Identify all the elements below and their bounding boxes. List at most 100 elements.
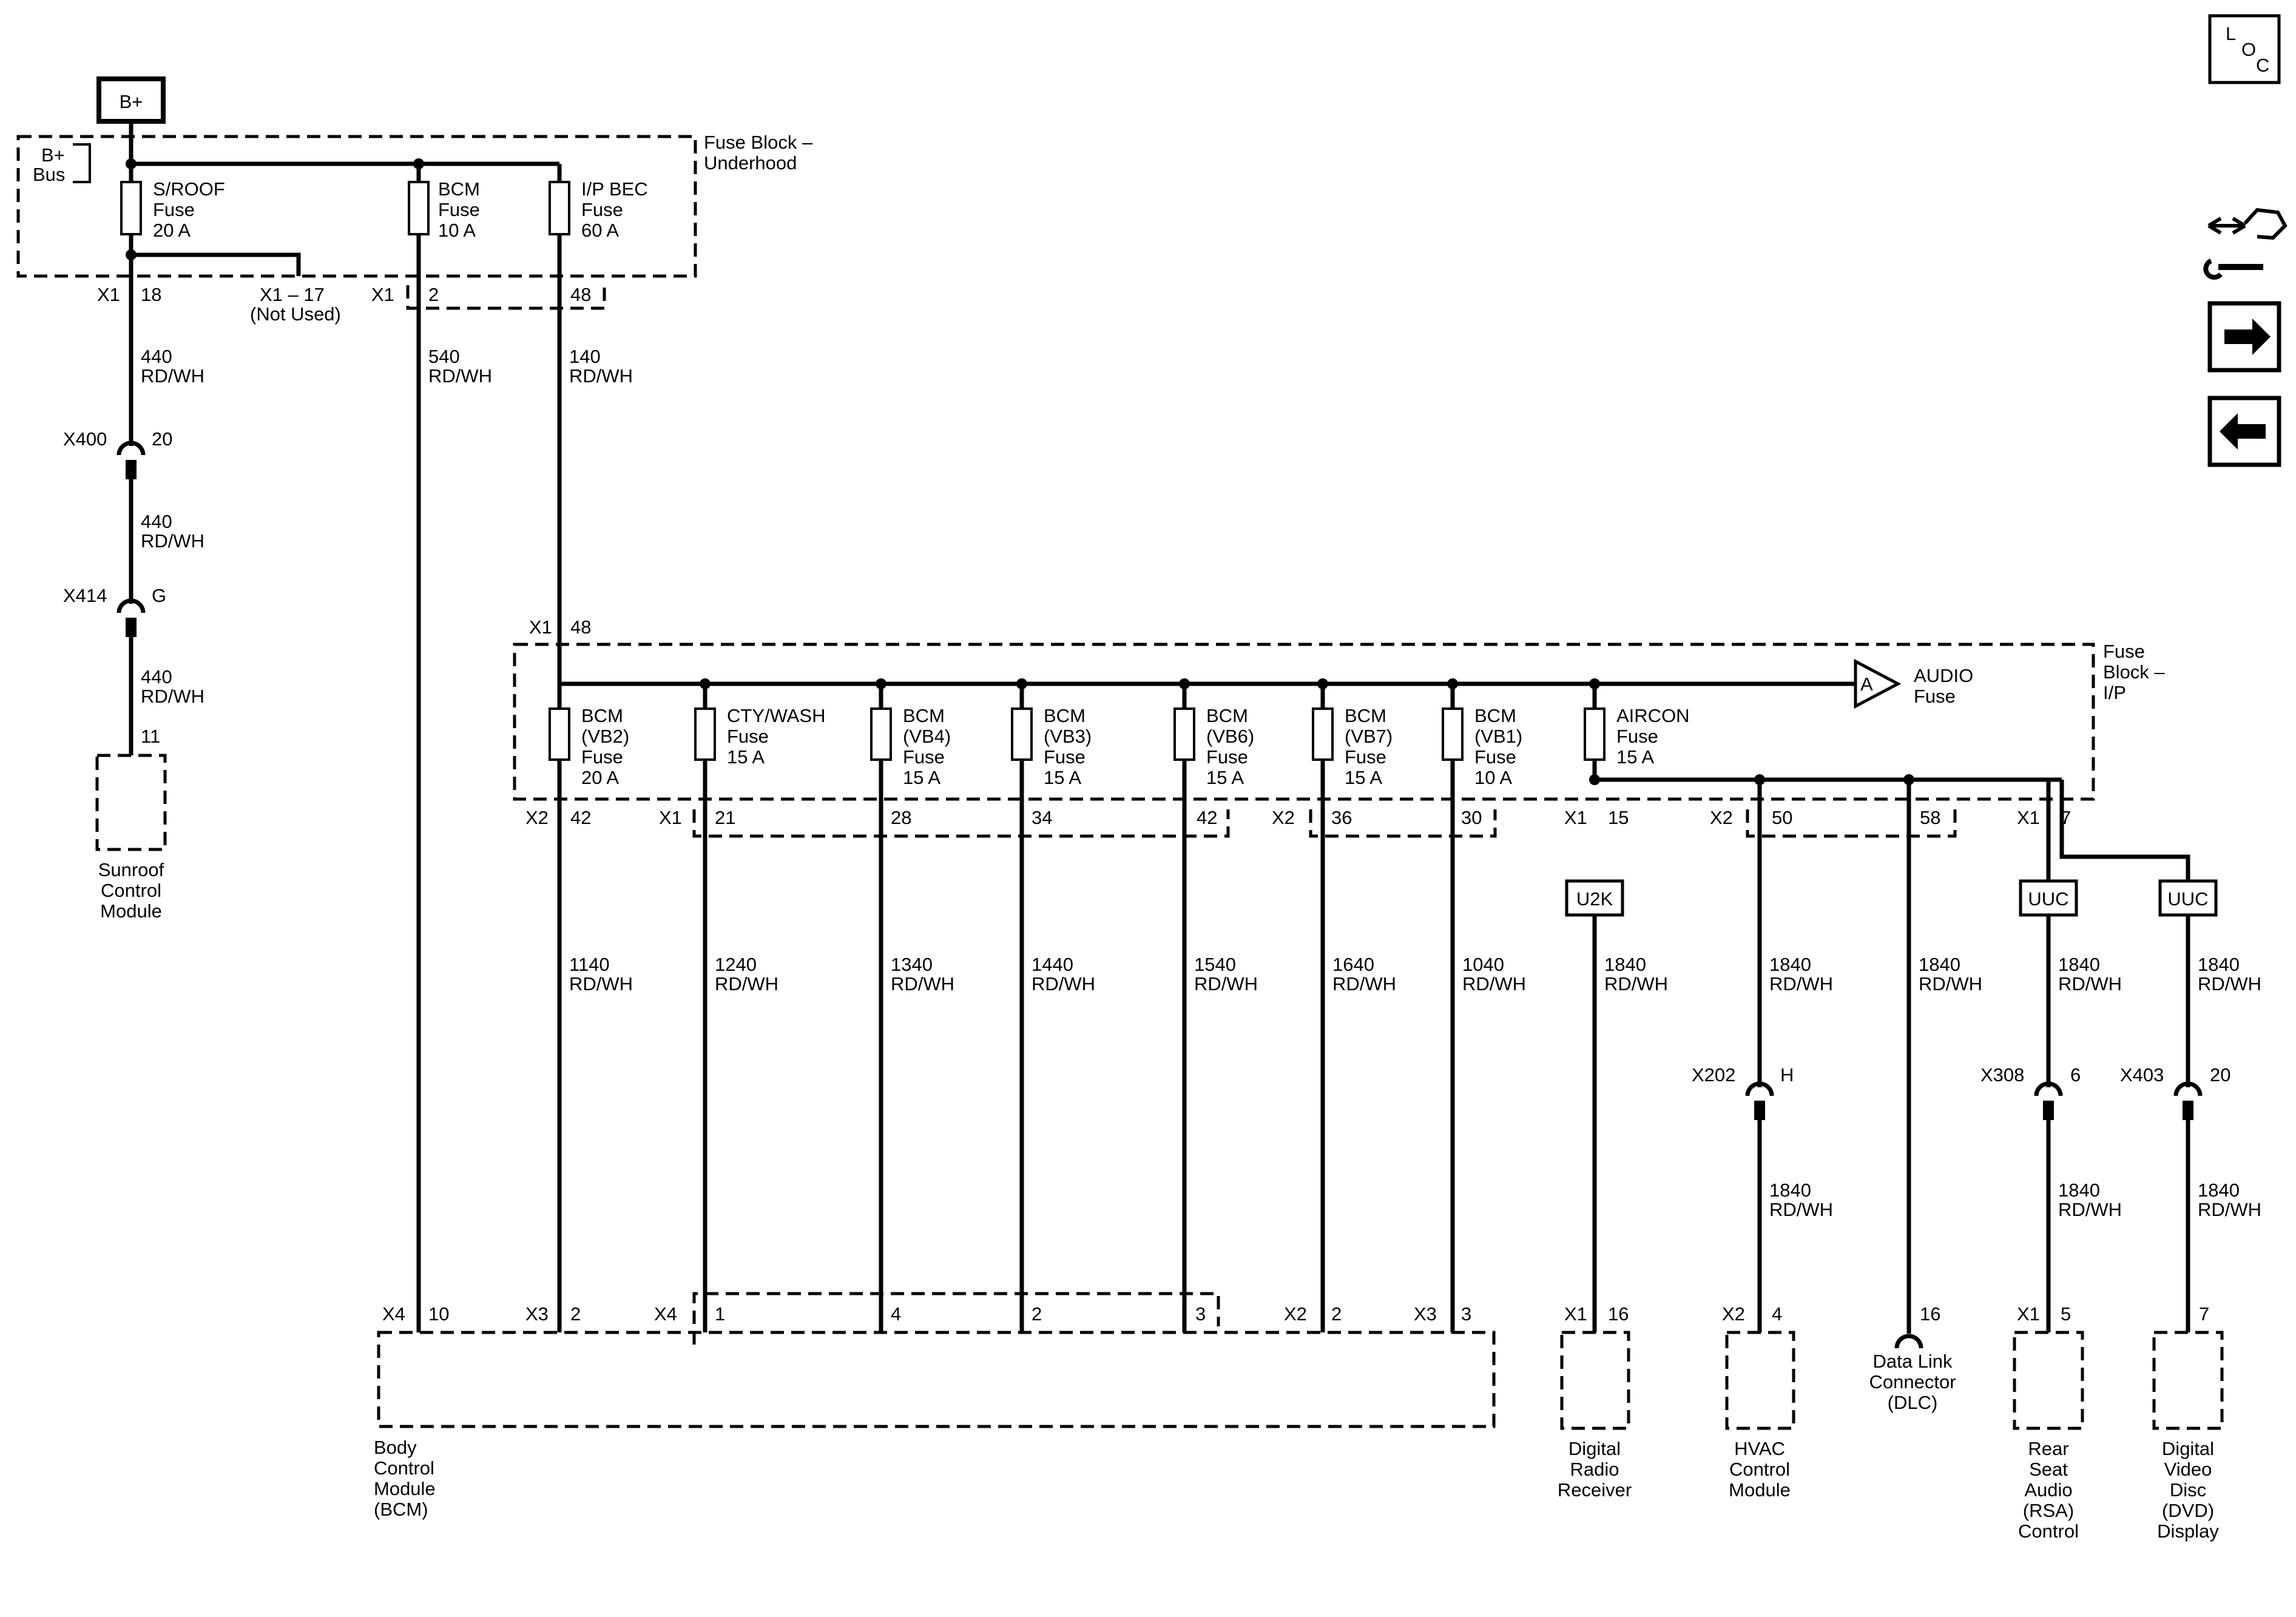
inline-connector-female <box>2173 1081 2203 1096</box>
uh-pin-x1-b: X1 <box>371 284 394 305</box>
sunroof-pin: 11 <box>141 726 160 747</box>
ipbec-fuse-name: I/P BEC <box>581 178 648 200</box>
sunroof-circuit: 440 RD/WH X400 20 440 RD/WH X414 G 440 R… <box>63 276 204 922</box>
x400-label: X400 <box>63 428 107 450</box>
bcm-fuse-word: Fuse <box>438 199 480 220</box>
accessory-wire-3-num: 1840 <box>1919 954 1960 975</box>
audio-fuse-line1: AUDIO <box>1914 665 1973 686</box>
dvd-line4: (DVD) <box>2162 1500 2214 1521</box>
next-page-button[interactable] <box>2207 301 2281 373</box>
ip-fuse-6-line-2: (VB7) <box>1345 726 1393 747</box>
loc-letter-c: C <box>2256 55 2269 76</box>
ip-fuse-4-line-3: Fuse <box>1044 746 1086 768</box>
bcm-wire-6-num: 1640 <box>1332 954 1374 975</box>
accessory-wire-4-color: RD/WH <box>2058 973 2122 994</box>
ip-in-pin: 48 <box>570 616 591 638</box>
wire-540-color: RD/WH <box>428 365 492 387</box>
dvd-line3: Disc <box>2170 1479 2206 1501</box>
bcm-pin-1: 1 <box>715 1303 725 1325</box>
hvac-conn: X2 <box>1722 1303 1745 1325</box>
ip-fuse-8-line-2: Fuse <box>1616 726 1658 747</box>
uh-pin-x1-17: X1 – 17 <box>260 284 325 305</box>
sunroof-module-line1: Sunroof <box>98 859 164 880</box>
x403-label: X403 <box>2120 1064 2164 1085</box>
ip-fuse-5-line-1: BCM <box>1206 705 1248 726</box>
x202-label: X202 <box>1692 1064 1735 1085</box>
hvac-pin: 4 <box>1772 1303 1782 1325</box>
bcm-pin-x3-b: X3 <box>1414 1303 1437 1325</box>
fuse-block-ip: X1 48 Fuse Block – I/P A AUDIO Fuse BCM(… <box>513 616 2165 801</box>
ip-out-30: 30 <box>1461 807 1482 828</box>
bcm-wire-5-color: RD/WH <box>1194 973 1258 994</box>
badge-label: B+ <box>120 91 143 112</box>
rsa-line4: (RSA) <box>2023 1500 2074 1521</box>
loc-button[interactable]: L O C <box>2208 14 2281 84</box>
ip-out-x2-c: X2 <box>1710 807 1733 828</box>
bcm-pin-x4-b: X4 <box>654 1303 677 1325</box>
bcm-label-line4: (BCM) <box>374 1499 428 1520</box>
data-link-connector: 16 Data Link Connector (DLC) <box>1869 1303 1956 1413</box>
previous-page-button[interactable] <box>2207 396 2281 467</box>
ip-out-x1-a: X1 <box>659 807 682 828</box>
arrow-right-icon <box>2224 319 2271 355</box>
dvd-line2: Video <box>2164 1459 2212 1480</box>
loc-letter-l: L <box>2226 23 2236 44</box>
sroof-fuse-rating: 20 A <box>153 220 191 241</box>
accessory-wire-2-num: 1840 <box>1769 954 1811 975</box>
right-inline-connectors: X202 H X308 6 X403 20 <box>1692 1064 2230 1085</box>
dlc-line3: (DLC) <box>1888 1392 1938 1413</box>
ip-fuse-1-line-3: Fuse <box>581 746 623 768</box>
ip-fuse-3-line-1: BCM <box>903 705 945 726</box>
ip-fuse-symbol <box>694 707 716 761</box>
bcm-wire-7-num: 1040 <box>1462 954 1504 975</box>
bcm-pin-3-b: 3 <box>1461 1303 1471 1325</box>
bcm-label-line3: Module <box>374 1478 436 1499</box>
accessory-wire-2-lower-num: 1840 <box>1769 1180 1811 1201</box>
bcm-pin-4: 4 <box>891 1303 901 1325</box>
bcm-wire-4-color: RD/WH <box>1032 973 1095 994</box>
dlc-line2: Connector <box>1869 1371 1956 1393</box>
bus-label-line2: Bus <box>33 164 65 185</box>
accessory-wire-4-lower-num: 1840 <box>2058 1180 2100 1201</box>
accessory-wire-1-num: 1840 <box>1604 954 1646 975</box>
connector-wrench-icon[interactable] <box>2203 208 2288 280</box>
x414-pin: G <box>152 585 166 606</box>
ip-fuse-7-line-4: 10 A <box>1474 767 1512 788</box>
audio-fuse-reference-triangle <box>1854 658 1902 709</box>
rsa-line3: Audio <box>2024 1479 2072 1501</box>
ip-fuse-symbol <box>1442 707 1464 761</box>
accessory-wire-2-color: RD/WH <box>1769 973 1833 994</box>
rear-seat-audio-control: X1 5 Rear Seat Audio (RSA) Control <box>2013 1303 2084 1542</box>
rsa-conn: X1 <box>2017 1303 2040 1325</box>
wire-440-c-num: 440 <box>141 666 172 687</box>
ip-out-34: 34 <box>1032 807 1052 828</box>
dvd-display: 7 Digital Video Disc (DVD) Display <box>2152 1303 2224 1542</box>
bcm-pin-x4-a: X4 <box>382 1303 405 1325</box>
ip-fuse-4-line-4: 15 A <box>1044 767 1081 788</box>
x414-label: X414 <box>63 585 107 606</box>
ip-fuse-5-line-4: 15 A <box>1206 767 1244 788</box>
ip-out-x2-b: X2 <box>1272 807 1295 828</box>
x400-pin: 20 <box>152 428 172 450</box>
uh-pin-2: 2 <box>428 284 439 305</box>
ip-fuse-6-line-4: 15 A <box>1345 767 1382 788</box>
uh-pin-48: 48 <box>570 284 591 305</box>
sunroof-module-line2: Control <box>101 880 161 901</box>
bcm-wire-runs: 1140RD/WH1240RD/WH1340RD/WH1440RD/WH1540… <box>557 760 1597 1332</box>
fuse-block-underhood: Fuse Block – Underhood B+ Bus S/ROOF Fus… <box>16 121 813 278</box>
bcm-fuse-symbol <box>408 181 430 235</box>
ip-fuse-3-line-3: Fuse <box>903 746 945 768</box>
ip-out-x1-c: X1 <box>2017 807 2040 828</box>
battery-positive-badge: B+ <box>96 76 166 124</box>
ip-block-line3: I/P <box>2103 682 2126 703</box>
ip-fuse-7-line-2: (VB1) <box>1474 726 1522 747</box>
bcm-pin-2-c: 2 <box>1331 1303 1342 1325</box>
inline-connector-female <box>2034 1081 2063 1096</box>
ipbec-fuse-rating: 60 A <box>581 220 619 241</box>
ip-fuse-6-line-1: BCM <box>1345 705 1386 726</box>
ip-fuse-1-line-2: (VB2) <box>581 726 629 747</box>
